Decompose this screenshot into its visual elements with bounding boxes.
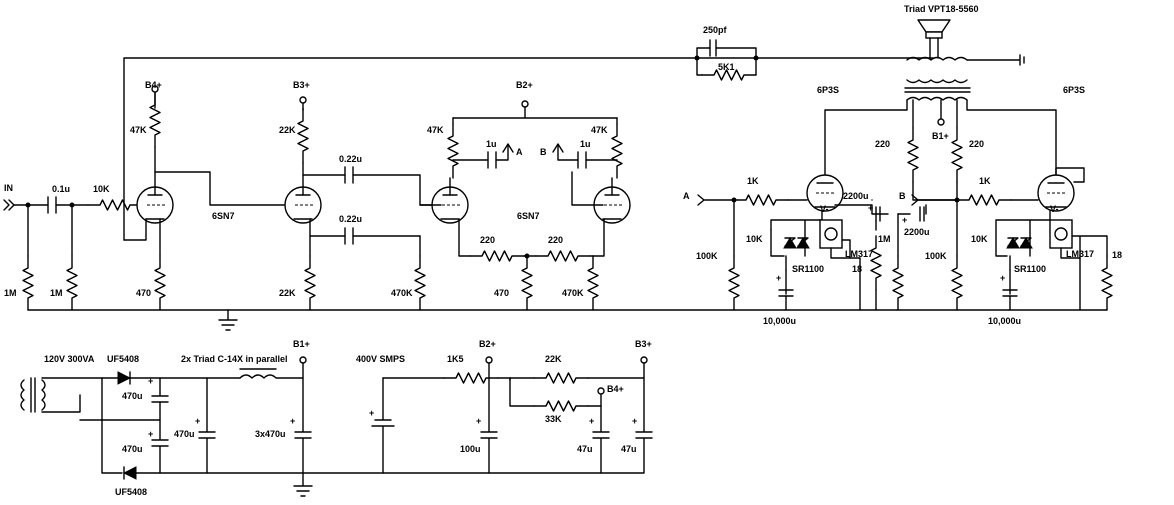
label-node-b-right: B xyxy=(899,191,906,201)
label-c-250pf: 250pf xyxy=(703,25,728,35)
label-c-2200u-a: 2200u xyxy=(843,191,869,201)
label-c-2200u-b: 2200u xyxy=(904,227,930,237)
label-r-18-a: 18 xyxy=(852,264,862,274)
label-r-1m-b: 1M xyxy=(50,288,63,298)
label-r-1k-b: 1K xyxy=(979,176,991,186)
label-cap-plus-f: + xyxy=(148,429,153,439)
label-r-10k-a: 10K xyxy=(746,234,763,244)
label-r-33k: 33K xyxy=(545,414,562,424)
input-label: IN xyxy=(4,183,13,193)
label-cap-plus-l: + xyxy=(632,416,637,426)
label-lm317-b: LM317 xyxy=(1066,249,1094,259)
label-cap-plus-c: + xyxy=(776,273,781,283)
label-c-47u-b: 47u xyxy=(621,444,637,454)
label-r-18-b: 18 xyxy=(1112,250,1122,260)
label-r-47k-b: 47K xyxy=(427,125,444,135)
label-cap-plus-k: + xyxy=(589,416,594,426)
label-output-transformer: Triad VPT18-5560 xyxy=(904,4,979,14)
label-uf5408-a: UF5408 xyxy=(107,354,139,364)
label-c-100u: 100u xyxy=(460,444,481,454)
label-b4-psu: B4+ xyxy=(607,384,624,394)
label-node-b-top: B xyxy=(540,147,547,157)
label-lm317-a: LM317 xyxy=(845,249,873,259)
label-r-22k-a: 22K xyxy=(279,125,296,135)
phase-splitter xyxy=(302,100,631,311)
label-r-470k-b: 470K xyxy=(562,288,584,298)
label-c-10000u-a: 10,000u xyxy=(763,316,796,326)
label-b4: B4+ xyxy=(145,80,162,90)
label-lm-v-a: V- xyxy=(820,204,829,214)
label-r-22k-b: 22K xyxy=(279,288,296,298)
label-cap-plus-e: + xyxy=(148,376,153,386)
label-r-1m-c: 1M xyxy=(878,234,891,244)
label-c-47u-a: 47u xyxy=(577,444,593,454)
label-c-3x470u: 3x470u xyxy=(255,429,286,439)
label-cap-plus-i: + xyxy=(369,408,374,418)
label-sr1100-b: SR1100 xyxy=(1014,264,1046,274)
label-6p3s-b: 6P3S xyxy=(1063,85,1085,95)
label-smps: 400V SMPS xyxy=(356,354,405,364)
label-sr1100-a: SR1100 xyxy=(792,264,824,274)
output-stage-left xyxy=(697,174,911,311)
label-lm-v-b: V- xyxy=(1050,204,1059,214)
label-node-a-right: A xyxy=(683,191,690,201)
label-r-470-b: 470 xyxy=(494,288,509,298)
label-r-100k-a: 100K xyxy=(696,251,718,261)
ground-bus xyxy=(27,309,1108,331)
label-b2-psu: B2+ xyxy=(479,339,496,349)
label-c-470u-a: 470u xyxy=(122,391,143,401)
schematic-labels: IN 0.1u 10K 1M 1M B4+ 47K 470 6SN7 B3+ 2… xyxy=(4,4,1122,497)
label-r-220-d: 220 xyxy=(969,139,984,149)
label-c-022u-b: 0.22u xyxy=(339,214,362,224)
label-b3: B3+ xyxy=(293,80,310,90)
label-r-10k-input: 10K xyxy=(93,184,110,194)
label-cap-plus-j: + xyxy=(476,416,481,426)
label-r-220-b: 220 xyxy=(548,235,563,245)
output-stage-right xyxy=(911,167,1113,311)
label-r-1k-a: 1K xyxy=(747,176,759,186)
label-c-1u-b: 1u xyxy=(580,139,591,149)
label-r-5k1: 5K1 xyxy=(718,62,735,72)
label-b2-top: B2+ xyxy=(516,80,533,90)
label-r-220-a: 220 xyxy=(480,235,495,245)
label-r-470k-a: 470K xyxy=(391,288,413,298)
label-c-in: 0.1u xyxy=(52,184,70,194)
label-6sn7-a: 6SN7 xyxy=(212,211,235,221)
label-r-220-c: 220 xyxy=(875,139,890,149)
second-stage xyxy=(284,96,441,311)
label-c-10000u-b: 10,000u xyxy=(988,316,1021,326)
power-supply xyxy=(20,356,653,497)
label-c-022u-a: 0.22u xyxy=(339,154,362,164)
label-choke: 2x Triad C-14X in parallel xyxy=(181,354,288,364)
label-c-470u-c: 470u xyxy=(174,429,195,439)
label-r-10k-b: 10K xyxy=(971,234,988,244)
label-node-a-top: A xyxy=(516,147,523,157)
label-c-1u-a: 1u xyxy=(486,139,497,149)
label-r-1k5: 1K5 xyxy=(447,354,464,364)
label-b3-psu: B3+ xyxy=(635,339,652,349)
label-r-100k-b: 100K xyxy=(925,251,947,261)
label-cap-plus-d: + xyxy=(1000,273,1005,283)
input-stage xyxy=(3,85,286,311)
label-mains-transformer: 120V 300VA xyxy=(44,354,95,364)
label-6p3s-a: 6P3S xyxy=(817,85,839,95)
label-uf5408-b: UF5408 xyxy=(115,487,147,497)
label-c-470u-b: 470u xyxy=(122,444,143,454)
output-transformer xyxy=(824,19,1057,201)
label-r-1m-a: 1M xyxy=(4,288,17,298)
feedback-wire xyxy=(123,39,934,241)
label-r-470-a: 470 xyxy=(136,288,151,298)
label-r-47k-c: 47K xyxy=(591,125,608,135)
label-cap-plus-g: + xyxy=(195,416,200,426)
label-6sn7-b: 6SN7 xyxy=(517,211,540,221)
label-r-47k-a: 47K xyxy=(130,125,147,135)
label-b1-psu: B1+ xyxy=(293,339,310,349)
label-b1-top: B1+ xyxy=(932,131,949,141)
label-cap-plus-a: + xyxy=(868,203,873,213)
label-cap-plus-b: + xyxy=(902,215,907,225)
label-cap-plus-h: + xyxy=(290,416,295,426)
label-r-22k-psu: 22K xyxy=(545,354,562,364)
